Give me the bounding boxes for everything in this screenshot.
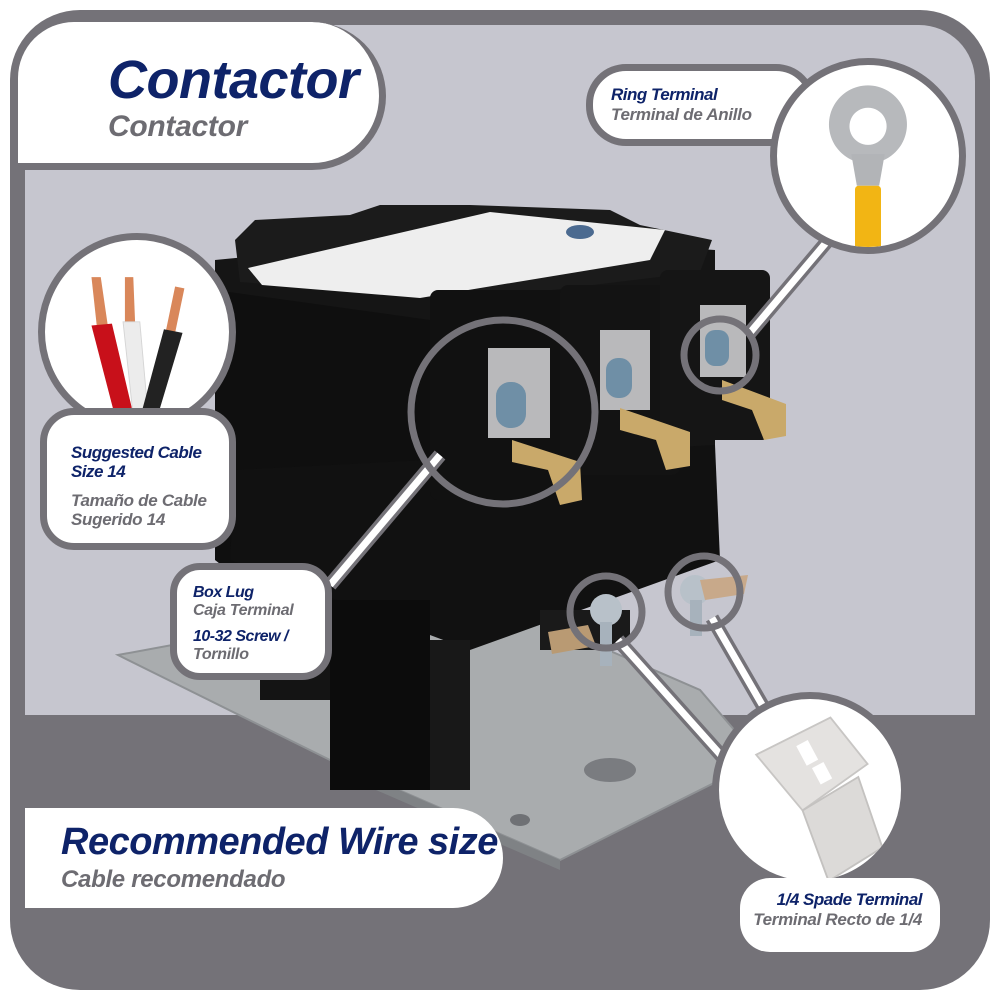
spade-screw-highlight-ring-1 [566, 572, 646, 652]
ring-terminal-image [770, 58, 966, 254]
spade-terminal-label-es: Terminal Recto de 1/4 [753, 910, 922, 929]
ring-terminal-highlight-ring [680, 315, 760, 395]
cable-wires-icon [91, 277, 185, 424]
screw-label-es: Tornillo [193, 646, 249, 663]
ring-terminal-label-en: Ring Terminal [611, 85, 718, 104]
box-lug-label-en: Box Lug [193, 584, 254, 601]
spade-terminal-label-en: 1/4 Spade Terminal [776, 890, 923, 909]
spade-terminal-icon [754, 716, 884, 881]
spade-terminal-label: 1/4 Spade Terminal Terminal Recto de 1/4 [740, 878, 940, 952]
spade-terminal-image [712, 692, 908, 888]
box-lug-label-es: Caja Terminal [193, 602, 294, 619]
page-title: Contactor [108, 50, 359, 110]
recommended-wire-banner: Recommended Wire size Cable recomendado [25, 808, 503, 908]
ring-terminal-icon [828, 85, 907, 247]
box-lug-label: Box Lug Caja Terminal 10-32 Screw / Torn… [170, 563, 332, 680]
ring-terminal-label-es: Terminal de Anillo [611, 105, 752, 124]
page-subtitle: Contactor [108, 110, 247, 143]
banner-subtitle: Cable recomendado [61, 866, 286, 893]
banner-title: Recommended Wire size [61, 821, 498, 863]
cable-image [38, 233, 236, 431]
title-callout: Contactor Contactor [18, 22, 386, 170]
box-lug-highlight-ring [407, 316, 599, 508]
screw-label-en: 10-32 Screw / [193, 628, 288, 645]
spade-screw-highlight-ring-2 [664, 552, 744, 632]
